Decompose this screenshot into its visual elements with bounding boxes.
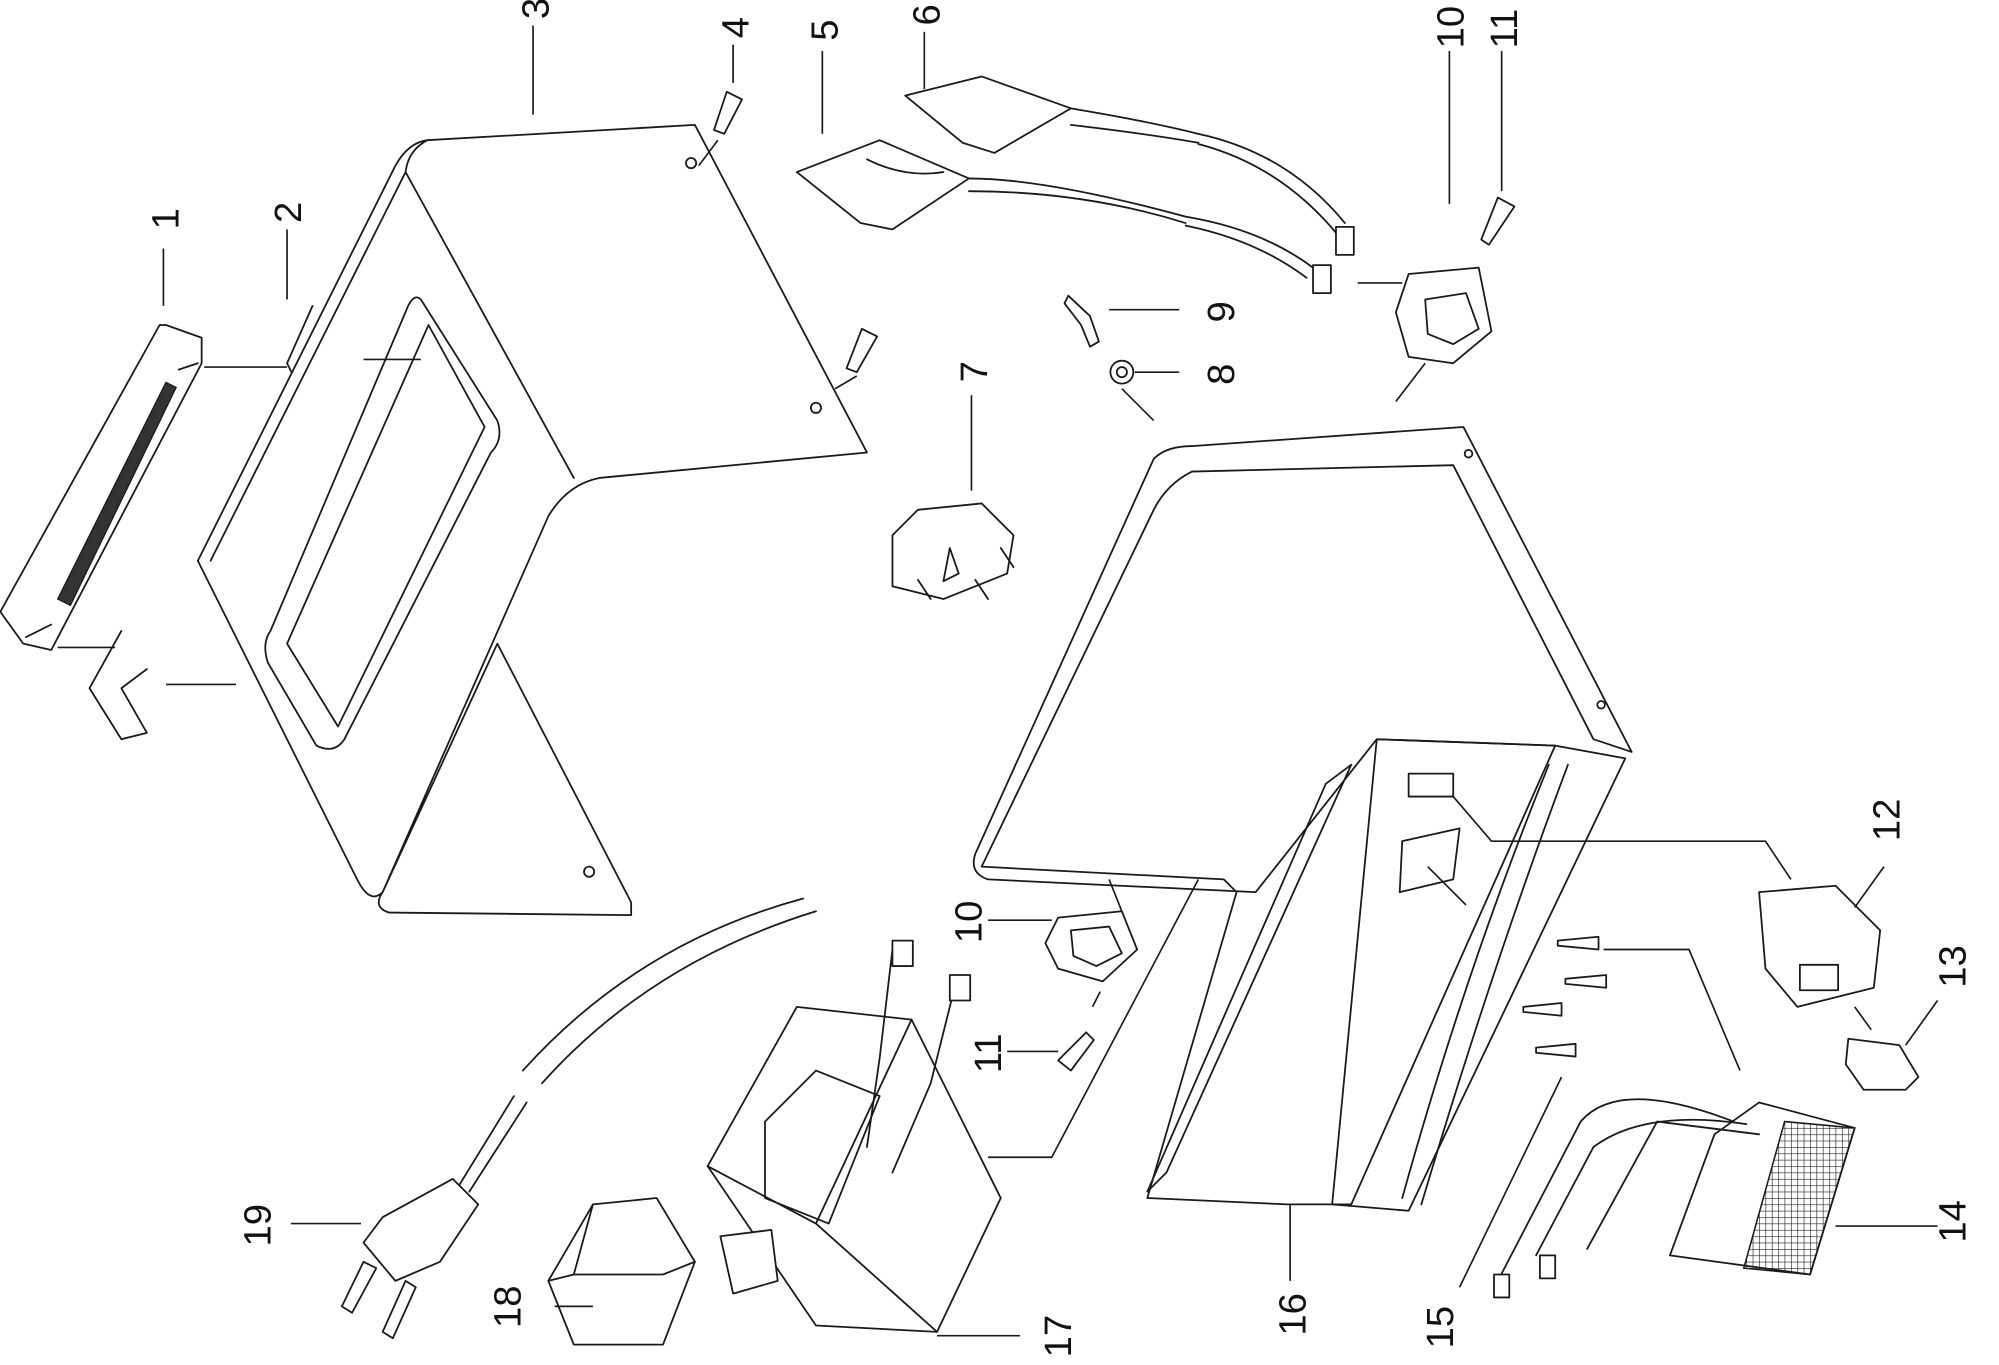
part-8-lock-washer: [1109, 359, 1135, 385]
callout-8: 8: [1200, 364, 1243, 385]
part-16-base-housing: [972, 426, 1633, 1212]
part-1-handle-grip: [0, 324, 203, 651]
part-9-pin: [1063, 294, 1100, 348]
part-12-fuse-holder: [1758, 884, 1882, 1008]
part-10-cable-clip: [1044, 266, 1493, 983]
callout-labels: 1 2 3 4 5 6 7 8 9 10 11 10 11 12 13 14 1…: [145, 0, 1975, 1357]
callout-2: 2: [267, 202, 310, 223]
part-4-screws: [713, 90, 879, 374]
callout-16: 16: [1271, 1293, 1314, 1336]
leader-lines: [57, 25, 1939, 1337]
part-7-rectifier: [891, 502, 1015, 600]
callout-6: 6: [906, 4, 949, 25]
callout-3: 3: [514, 0, 557, 19]
callout-15: 15: [1419, 1306, 1462, 1349]
callout-7: 7: [953, 361, 996, 382]
callout-10-top: 10: [1429, 6, 1472, 49]
callout-5: 5: [804, 20, 847, 41]
callout-11-top: 11: [1483, 9, 1526, 49]
part-17-transformer: [706, 939, 1002, 1333]
part-14-ammeter: [1493, 1098, 1856, 1299]
callout-11-bottom: 11: [967, 1033, 1010, 1073]
part-11-screw: [1057, 196, 1516, 1072]
callout-17: 17: [1037, 1315, 1080, 1358]
part-19-power-cord: [340, 897, 817, 1340]
part-13-fuse: [1844, 1037, 1920, 1091]
callout-12: 12: [1865, 799, 1908, 842]
callout-18: 18: [486, 1286, 529, 1329]
callout-19: 19: [236, 1204, 279, 1247]
part-3-top-cover: [196, 124, 868, 916]
callout-10-bottom: 10: [948, 901, 991, 944]
part-18-terminal-cover: [547, 1197, 696, 1346]
part-5-6-battery-clamps: [795, 75, 1355, 295]
callout-14: 14: [1932, 1200, 1975, 1243]
callout-13: 13: [1932, 945, 1975, 988]
callout-1: 1: [145, 208, 188, 229]
callout-4: 4: [714, 17, 757, 38]
part-15-screws: [1522, 935, 1608, 1058]
callout-9: 9: [1200, 301, 1243, 322]
